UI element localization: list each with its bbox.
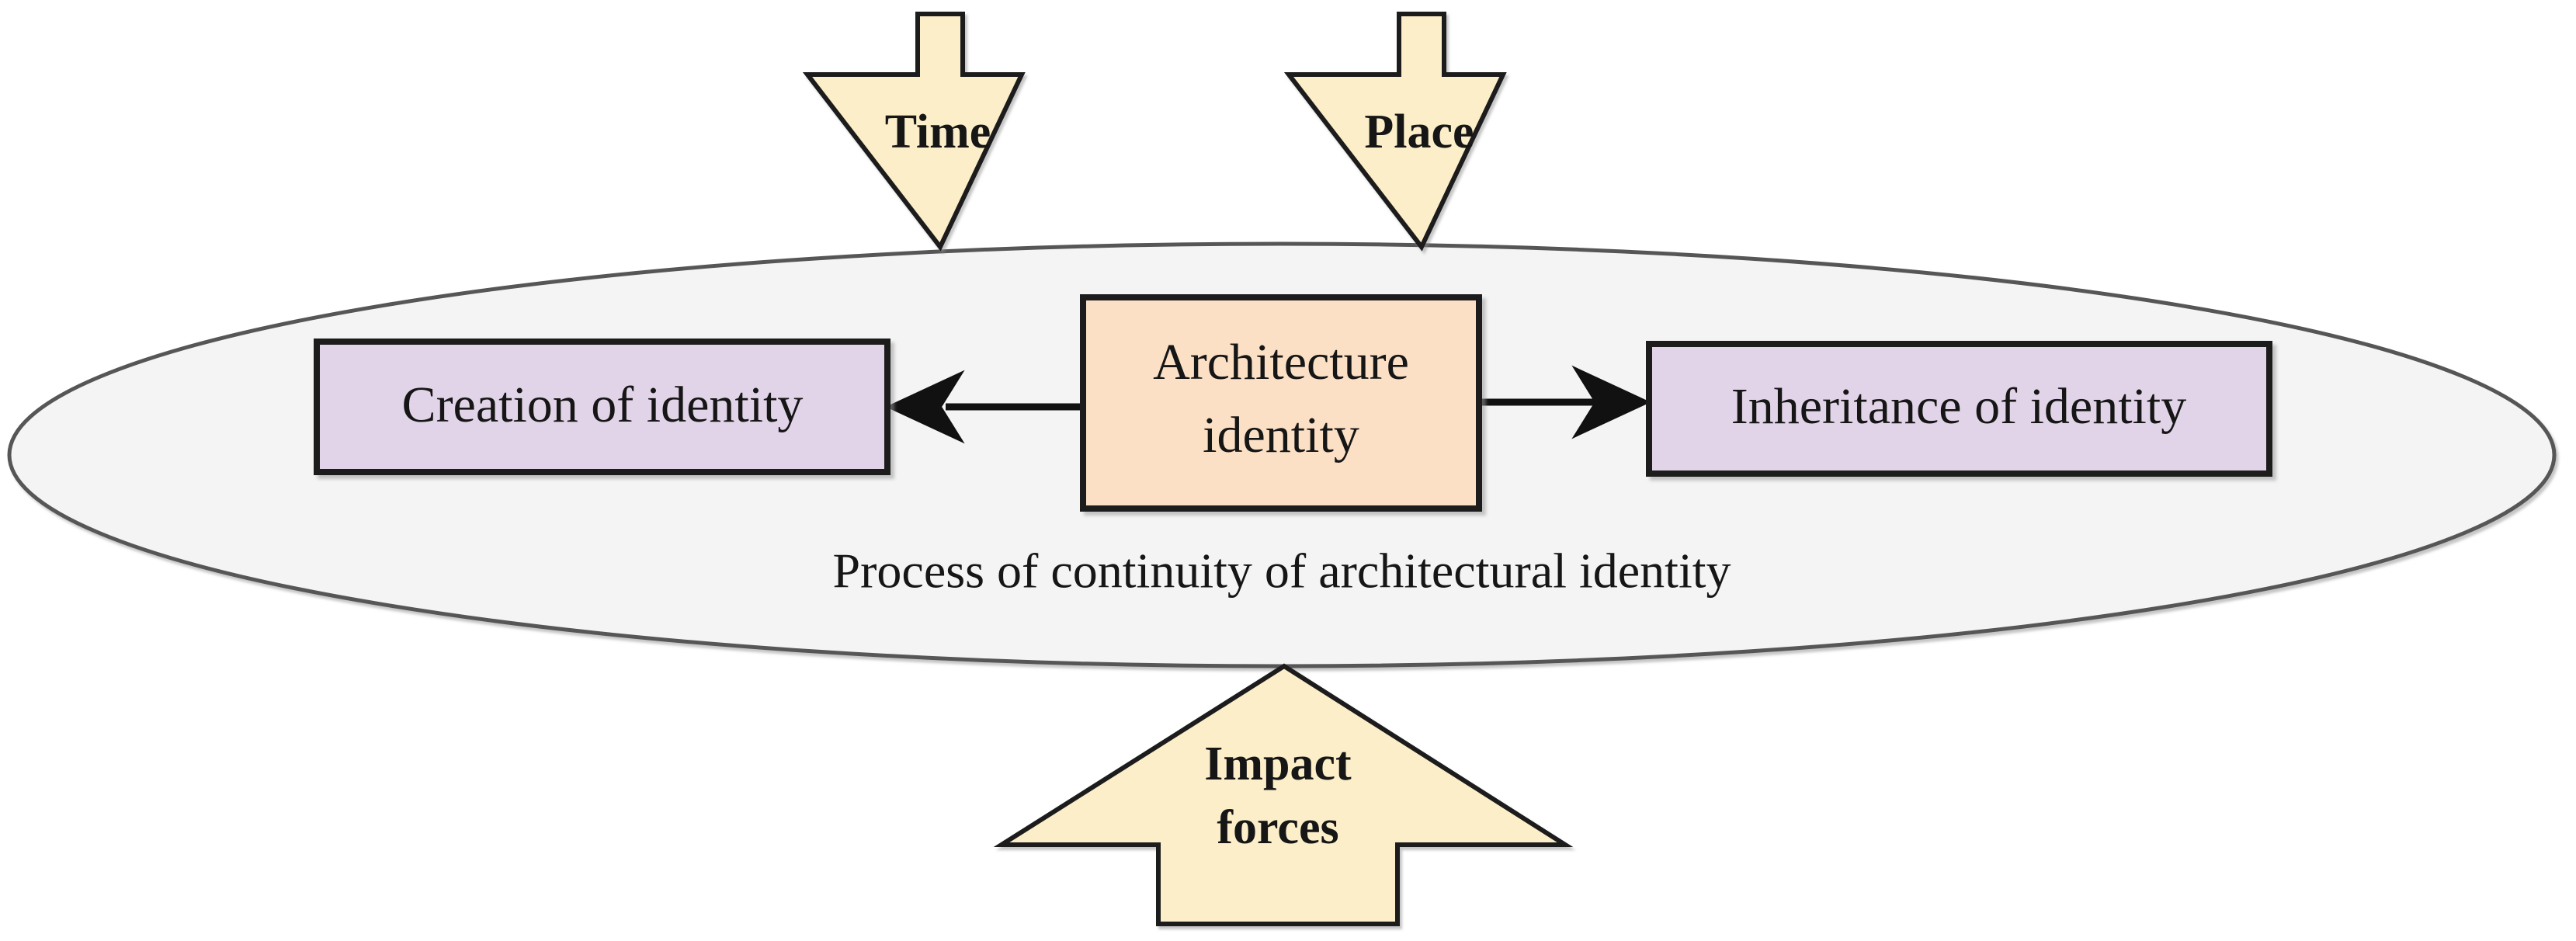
creation-of-identity-box[interactable] bbox=[314, 339, 890, 475]
architecture-identity-label-line1: Architecture bbox=[1153, 334, 1409, 391]
inheritance-of-identity-label: Inheritance of identity bbox=[1731, 378, 2186, 435]
connector-to-inheritance bbox=[1481, 365, 1651, 439]
connector-to-creation bbox=[885, 370, 1081, 444]
architecture-identity-label-line2: identity bbox=[1203, 407, 1359, 464]
time-arrow-label: Time bbox=[885, 106, 991, 158]
ellipse-caption: Process of continuity of architectural i… bbox=[833, 543, 1731, 599]
inheritance-of-identity-box[interactable] bbox=[1646, 341, 2272, 477]
architecture-identity-box[interactable] bbox=[1080, 294, 1482, 512]
impact-forces-arrow-icon[interactable] bbox=[993, 663, 1574, 926]
connector-to-creation-arrowhead bbox=[885, 370, 965, 444]
impact-forces-arrow-group[interactable]: Impact forces bbox=[993, 663, 1574, 926]
time-arrow-icon[interactable] bbox=[802, 12, 1026, 252]
inheritance-of-identity-node[interactable]: Inheritance of identity bbox=[1646, 341, 2272, 477]
connector-to-inheritance-arrowhead bbox=[1571, 365, 1651, 439]
place-arrow-label: Place bbox=[1364, 106, 1474, 158]
creation-of-identity-label: Creation of identity bbox=[402, 377, 804, 433]
creation-of-identity-node[interactable]: Creation of identity bbox=[314, 339, 890, 475]
impact-forces-label-line1: Impact bbox=[1204, 738, 1352, 790]
time-arrow-group[interactable]: Time bbox=[802, 12, 1026, 252]
architecture-identity-node[interactable]: Architecture identity bbox=[1080, 294, 1482, 512]
place-arrow-group[interactable]: Place bbox=[1283, 12, 1507, 252]
impact-forces-label-line2: forces bbox=[1217, 801, 1338, 854]
place-arrow-icon[interactable] bbox=[1283, 12, 1507, 252]
